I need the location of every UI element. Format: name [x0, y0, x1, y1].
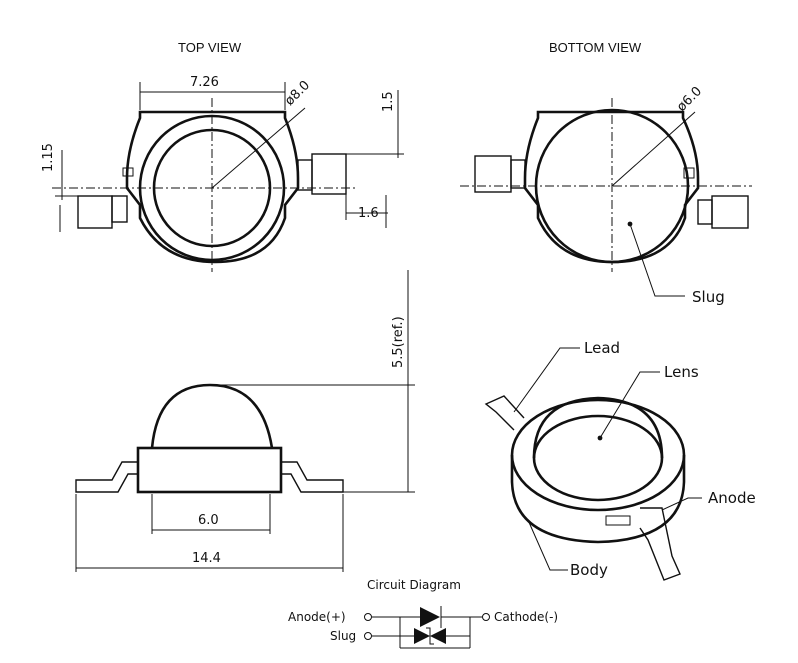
top-right-lead-tab	[297, 159, 313, 191]
top-body-outline	[125, 110, 300, 264]
iso-anode-mark	[605, 515, 631, 526]
slug-label: Slug	[692, 288, 725, 306]
side-body	[136, 446, 283, 494]
dim-body-width-label: 6.0	[198, 513, 219, 528]
slug-terminal	[364, 632, 372, 640]
top-diameter-leader	[211, 107, 306, 189]
lens-leader-dot	[597, 435, 603, 441]
iso-lead-bottom	[639, 507, 681, 581]
body-label: Body	[570, 561, 608, 579]
lens-label: Lens	[664, 363, 699, 381]
slug-leader-dot	[627, 221, 633, 227]
lead-leader	[513, 347, 580, 413]
anode-leader	[661, 497, 702, 511]
side-lens-dome	[150, 383, 274, 449]
bottom-left-lead	[474, 155, 512, 193]
circuit-slug-label: Slug	[330, 629, 356, 643]
led-diode-symbol	[420, 607, 440, 627]
bottom-right-lead	[711, 195, 749, 229]
dim-lens-diameter-label: ø8.0	[282, 78, 313, 109]
dim-1-6-label: 1.6	[358, 206, 379, 221]
anode-terminal	[364, 613, 372, 621]
bottom-right-lead-tab	[697, 199, 713, 225]
side-left-lead	[75, 461, 138, 493]
top-view-title: TOP VIEW	[178, 40, 242, 55]
iso-lens-dome	[532, 396, 664, 459]
top-left-lead-tab	[111, 195, 128, 223]
lead-label: Lead	[584, 339, 620, 357]
bottom-left-lead-tab	[510, 159, 526, 189]
dim-overall-length-label: 14.4	[192, 551, 221, 566]
side-right-lead	[281, 461, 344, 493]
dim-1-5-label: 1.5	[381, 91, 396, 112]
circuit-anode-label: Anode(+)	[288, 610, 346, 624]
zener-bar	[426, 627, 434, 645]
anode-label: Anode	[708, 489, 756, 507]
circuit-diagram: Circuit Diagram Anode(+) Cathode(-) Slug	[288, 578, 558, 649]
dim-width-label: 7.26	[190, 75, 219, 90]
polarity-mark	[122, 167, 134, 177]
dim-ref-height-label: 5.5(ref.)	[391, 316, 406, 368]
bottom-polarity-mark	[683, 167, 695, 179]
dim-slug-diameter-label: ø6.0	[674, 84, 705, 115]
side-view: 5.5(ref.) 6.0 14.4	[75, 270, 415, 572]
bottom-view: BOTTOM VIEW ø6.0 Slug	[460, 40, 752, 306]
lens-leader	[599, 371, 660, 439]
iso-view: Lead Lens Anode Body	[484, 339, 756, 581]
zener-diode-b	[430, 628, 446, 644]
top-view: TOP VIEW 7.26 ø8.0 1.15	[41, 40, 404, 272]
body-leader	[527, 519, 568, 571]
iso-body-side	[510, 455, 686, 544]
cathode-terminal	[482, 613, 490, 621]
iso-lead-top	[484, 395, 525, 431]
bottom-view-title: BOTTOM VIEW	[549, 40, 642, 55]
circuit-cathode-label: Cathode(-)	[494, 610, 558, 624]
bottom-diameter-leader	[611, 111, 696, 187]
circuit-title: Circuit Diagram	[367, 578, 461, 592]
dim-1-15-label: 1.15	[41, 143, 56, 172]
iso-lens-base	[532, 414, 664, 502]
zener-diode-a	[414, 628, 430, 644]
slug-leader	[629, 223, 685, 297]
top-left-lead	[77, 195, 113, 229]
